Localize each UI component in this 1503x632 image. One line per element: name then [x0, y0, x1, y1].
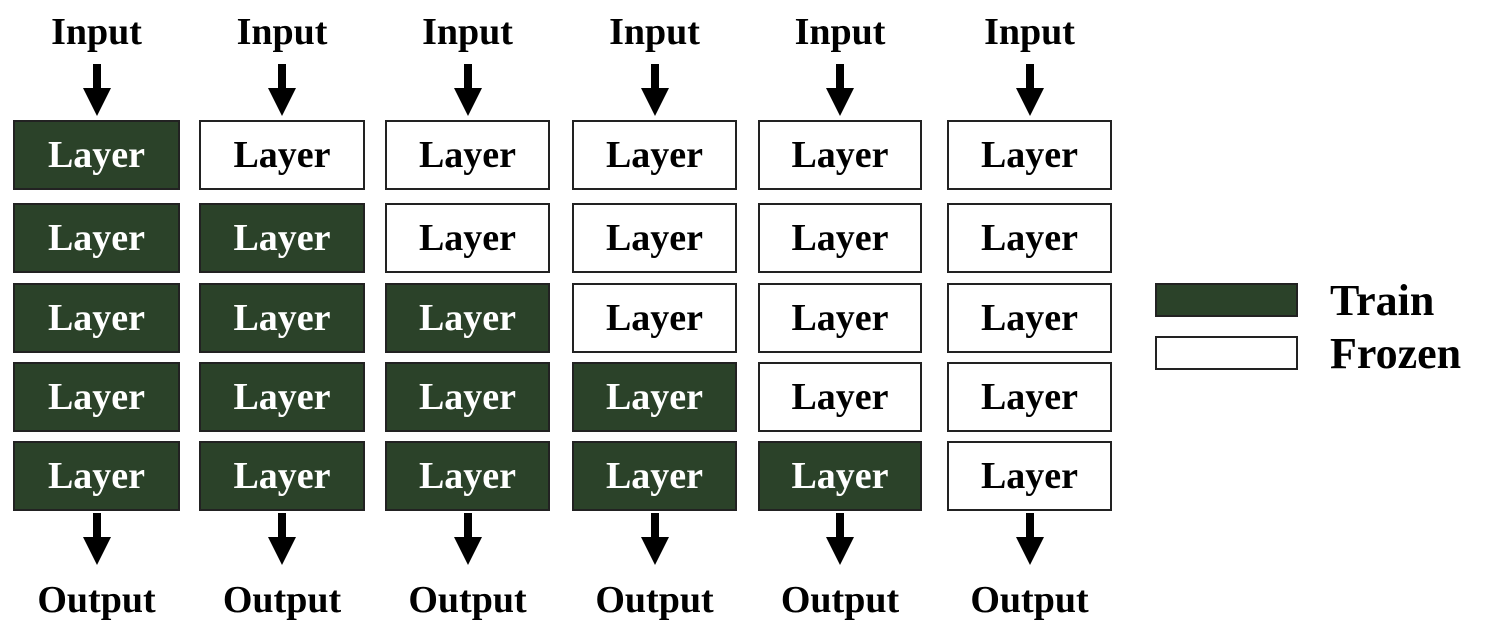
layer-box-frozen: Layer — [385, 203, 550, 273]
layer-box-frozen: Layer — [199, 120, 365, 190]
layer-label: Layer — [47, 455, 146, 497]
layer-box-train: Layer — [199, 362, 365, 432]
layer-box-train: Layer — [13, 441, 180, 511]
arrow-down-icon — [640, 513, 670, 565]
input-label: Input — [794, 11, 886, 53]
layer-label: Layer — [47, 297, 146, 339]
layer-box-train: Layer — [199, 283, 365, 353]
layer-label: Layer — [980, 297, 1079, 339]
layer-label: Layer — [233, 297, 331, 339]
arrow-down-icon — [82, 64, 112, 116]
layer-label: Layer — [418, 134, 517, 176]
arrow-down-icon — [82, 513, 112, 565]
layer-label: Layer — [233, 134, 331, 176]
layer-box-frozen: Layer — [572, 283, 737, 353]
layer-box-frozen: Layer — [947, 441, 1112, 511]
layer-label: Layer — [47, 217, 146, 259]
arrow-down-icon — [825, 513, 855, 565]
layer-box-frozen: Layer — [947, 203, 1112, 273]
input-label: Input — [51, 11, 142, 53]
layer-box-train: Layer — [13, 283, 180, 353]
layer-box-train: Layer — [13, 203, 180, 273]
input-label: Input — [422, 11, 513, 53]
layer-label: Layer — [980, 217, 1079, 259]
input-label: Input — [236, 11, 328, 53]
output-label: Output — [780, 579, 900, 621]
arrow-down-icon — [267, 513, 297, 565]
layer-box-frozen: Layer — [947, 283, 1112, 353]
arrow-down-icon — [453, 64, 483, 116]
legend-train-label: Train — [1330, 276, 1435, 325]
arrow-down-icon — [453, 513, 483, 565]
layer-label: Layer — [791, 217, 889, 259]
output-label: Output — [970, 579, 1089, 621]
layer-box-frozen: Layer — [758, 362, 922, 432]
layer-label: Layer — [791, 455, 889, 497]
layer-label: Layer — [233, 455, 331, 497]
layer-box-train: Layer — [572, 441, 737, 511]
input-label: Input — [609, 11, 700, 53]
layer-label: Layer — [791, 297, 889, 339]
layer-box-frozen: Layer — [572, 203, 737, 273]
legend-frozen-label: Frozen — [1330, 329, 1462, 378]
output-label: Output — [222, 579, 342, 621]
layer-box-train: Layer — [199, 203, 365, 273]
layer-box-frozen: Layer — [758, 120, 922, 190]
layer-box-train: Layer — [385, 362, 550, 432]
layer-box-train: Layer — [13, 362, 180, 432]
arrow-down-icon — [1015, 513, 1045, 565]
arrow-down-icon — [1015, 64, 1045, 116]
layer-label: Layer — [605, 455, 704, 497]
arrow-down-icon — [640, 64, 670, 116]
layer-label: Layer — [47, 376, 146, 418]
layer-label: Layer — [980, 376, 1079, 418]
layer-label: Layer — [418, 376, 517, 418]
layer-label: Layer — [980, 134, 1079, 176]
layer-box-frozen: Layer — [758, 203, 922, 273]
layer-box-frozen: Layer — [572, 120, 737, 190]
layer-label: Layer — [233, 376, 331, 418]
arrow-down-icon — [267, 64, 297, 116]
layer-label: Layer — [233, 217, 331, 259]
layer-box-train: Layer — [13, 120, 180, 190]
layer-box-train: Layer — [758, 441, 922, 511]
layer-box-frozen: Layer — [758, 283, 922, 353]
layer-label: Layer — [418, 217, 517, 259]
layer-label: Layer — [418, 297, 517, 339]
layer-box-train: Layer — [385, 283, 550, 353]
output-label: Output — [595, 579, 714, 621]
layer-label: Layer — [47, 134, 146, 176]
layer-label: Layer — [980, 455, 1079, 497]
legend-train-swatch — [1155, 283, 1298, 317]
layer-label: Layer — [605, 134, 704, 176]
layer-label: Layer — [605, 297, 704, 339]
output-label: Output — [37, 579, 156, 621]
layer-label: Layer — [605, 376, 704, 418]
layer-label: Layer — [791, 376, 889, 418]
layer-label: Layer — [418, 455, 517, 497]
output-label: Output — [408, 579, 527, 621]
layer-box-frozen: Layer — [947, 120, 1112, 190]
layer-box-train: Layer — [385, 441, 550, 511]
input-label: Input — [984, 11, 1075, 53]
layer-box-train: Layer — [572, 362, 737, 432]
layer-box-frozen: Layer — [947, 362, 1112, 432]
layer-label: Layer — [605, 217, 704, 259]
layer-box-train: Layer — [199, 441, 365, 511]
layer-box-frozen: Layer — [385, 120, 550, 190]
layer-label: Layer — [791, 134, 889, 176]
legend-frozen-swatch — [1155, 336, 1298, 370]
arrow-down-icon — [825, 64, 855, 116]
